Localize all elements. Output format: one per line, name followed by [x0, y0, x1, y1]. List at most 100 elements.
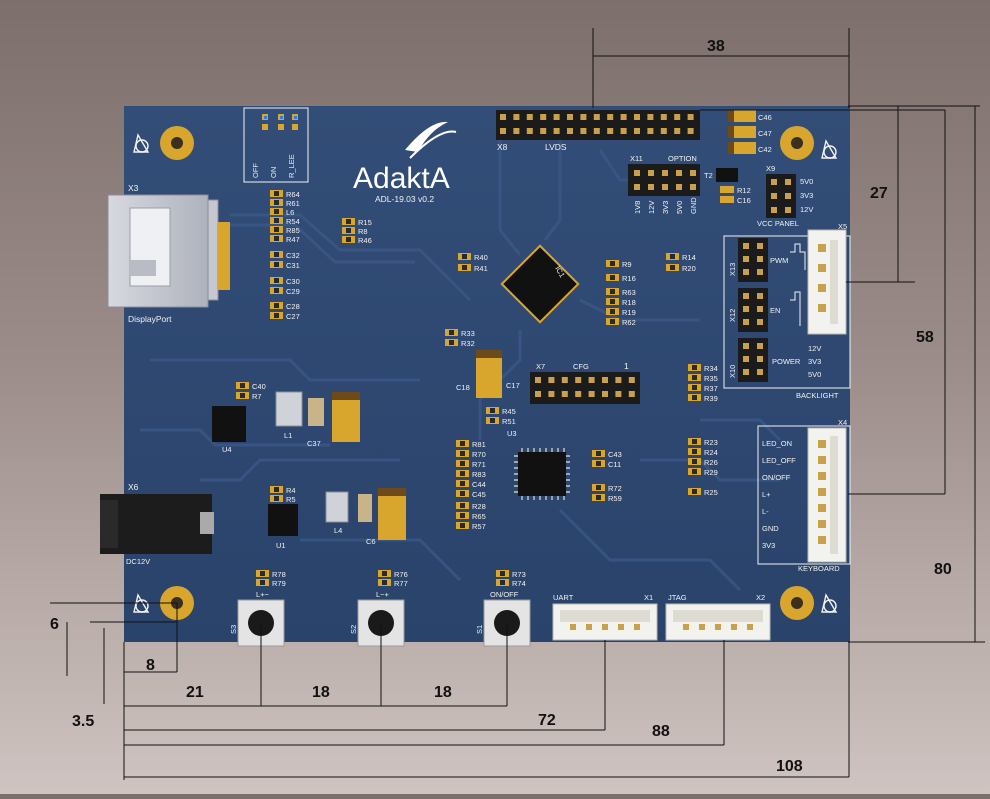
lvds-pin: [647, 128, 654, 134]
x3-label: X3: [128, 183, 139, 193]
r20-label: R20: [682, 264, 696, 273]
c17-label: C17: [506, 381, 520, 390]
c37-label: C37: [307, 439, 321, 448]
r65-label: R65: [472, 512, 486, 521]
r35-label: R35: [704, 374, 718, 383]
u3-label: U3: [507, 429, 517, 438]
lvds-pin: [513, 114, 520, 120]
jtag-connector: JTAG X2: [665, 593, 771, 641]
c47-label: C47: [758, 129, 772, 138]
kb-led-off: LED_OFF: [762, 456, 796, 465]
power-5v0: 5V0: [808, 370, 821, 379]
r71-label: R71: [472, 460, 486, 469]
vcc-3v3: 3V3: [800, 191, 813, 200]
cfg-pin: [628, 391, 635, 397]
backlight-pin: [757, 293, 763, 299]
opt-3v3: 3V3: [661, 201, 670, 214]
c17-capacitor: C17 C18: [456, 350, 520, 398]
dimension-labels: 38 27 58 80 6 8 3.5 21 18 18 72 88 108: [50, 38, 952, 775]
power-12v: 12V: [808, 344, 821, 353]
r37-label: R37: [704, 384, 718, 393]
c45-label: C45: [472, 490, 486, 499]
uart-connector: UART X1: [552, 593, 658, 641]
backlight-pin: [757, 319, 763, 325]
x9-label: X9: [766, 164, 775, 173]
l1-label: L1: [284, 431, 292, 440]
s3-button-label: L+−: [256, 590, 270, 599]
r25-label: R25: [704, 488, 718, 497]
dc12v-label: DC12V: [126, 557, 150, 566]
mounting-holes: [160, 126, 814, 620]
displayport-label: DisplayPort: [128, 314, 172, 324]
lvds-header: X8 LVDS: [496, 110, 700, 152]
dip-rlee-label: R_LEE: [287, 154, 296, 178]
r81-label: R81: [472, 440, 486, 449]
option-header: X11 OPTION 1V8 12V 3V3 5V0 GND: [628, 154, 700, 214]
cfg-pin: [561, 377, 568, 383]
dim-88: 88: [652, 723, 670, 740]
r33-label: R33: [461, 329, 475, 338]
u3-chip: U3: [507, 429, 570, 500]
c30-label: C30: [286, 277, 300, 286]
opt-5v0: 5V0: [675, 201, 684, 214]
dip-off-label: OFF: [251, 163, 260, 178]
en-label: EN: [770, 306, 780, 315]
backlight-pin: [743, 356, 749, 362]
dim-80: 80: [934, 561, 952, 578]
r28-label: R28: [472, 502, 486, 511]
r54-label: R54: [286, 217, 300, 226]
u4-label: U4: [222, 445, 232, 454]
backlight-block: X13 X12 X10 PWM EN POWER 12V 3V3 5V0 BAC…: [723, 235, 851, 400]
x2-label: X2: [756, 593, 765, 602]
s2-button-label: L−+: [376, 590, 390, 599]
cfg-pin: [561, 391, 568, 397]
lvds-label: LVDS: [545, 142, 567, 152]
x10-label: X10: [728, 365, 737, 378]
lvds-pin: [674, 128, 681, 134]
lvds-pin: [607, 114, 614, 120]
cfg-pin: [602, 377, 608, 383]
cfg-pin: [628, 377, 635, 383]
x11-label: X11: [630, 154, 643, 163]
lvds-pin: [687, 114, 694, 120]
cfg-pin: [588, 377, 595, 383]
c40-label: C40: [252, 382, 266, 391]
dim-108: 108: [776, 758, 803, 775]
lvds-pin: [540, 114, 547, 120]
dim-72: 72: [538, 712, 556, 729]
pwm-label: PWM: [770, 256, 788, 265]
lvds-pin: [526, 128, 533, 134]
lvds-pin: [620, 128, 627, 134]
backlight-pin: [743, 293, 749, 299]
dim-27: 27: [870, 185, 888, 202]
r51-label: R51: [502, 417, 516, 426]
x5-label: X5: [838, 222, 847, 231]
lvds-pin: [526, 114, 533, 120]
c42-label: C42: [758, 145, 772, 154]
r62-label: R62: [622, 318, 636, 327]
vcc-panel-header: X9 5V0 3V3 12V VCC PANEL: [757, 164, 813, 228]
r46-label: R46: [358, 236, 372, 245]
dimension-lines: [50, 28, 985, 780]
r74-label: R74: [512, 579, 526, 588]
dip-on-label: ON: [269, 167, 278, 178]
lvds-pin: [580, 114, 587, 120]
lvds-pin: [500, 128, 506, 134]
cfg-label: CFG: [573, 362, 589, 371]
r7-label: R7: [252, 392, 262, 401]
r24-label: R24: [704, 448, 718, 457]
r73-label: R73: [512, 570, 526, 579]
l6-label: L6: [286, 208, 294, 217]
lvds-pin: [607, 128, 614, 134]
keyboard-label: KEYBOARD: [798, 564, 840, 573]
backlight-pin: [757, 243, 763, 249]
dim-38: 38: [707, 38, 725, 55]
board-revision: ADL-19.03 v0.2: [375, 194, 434, 204]
r34-label: R34: [704, 364, 718, 373]
r78-label: R78: [272, 570, 286, 579]
kb-l-minus: L-: [762, 507, 769, 516]
backlight-pin: [743, 243, 749, 249]
backlight-pin: [743, 319, 749, 325]
vcc-panel-label: VCC PANEL: [757, 219, 799, 228]
backlight-label: BACKLIGHT: [796, 391, 839, 400]
